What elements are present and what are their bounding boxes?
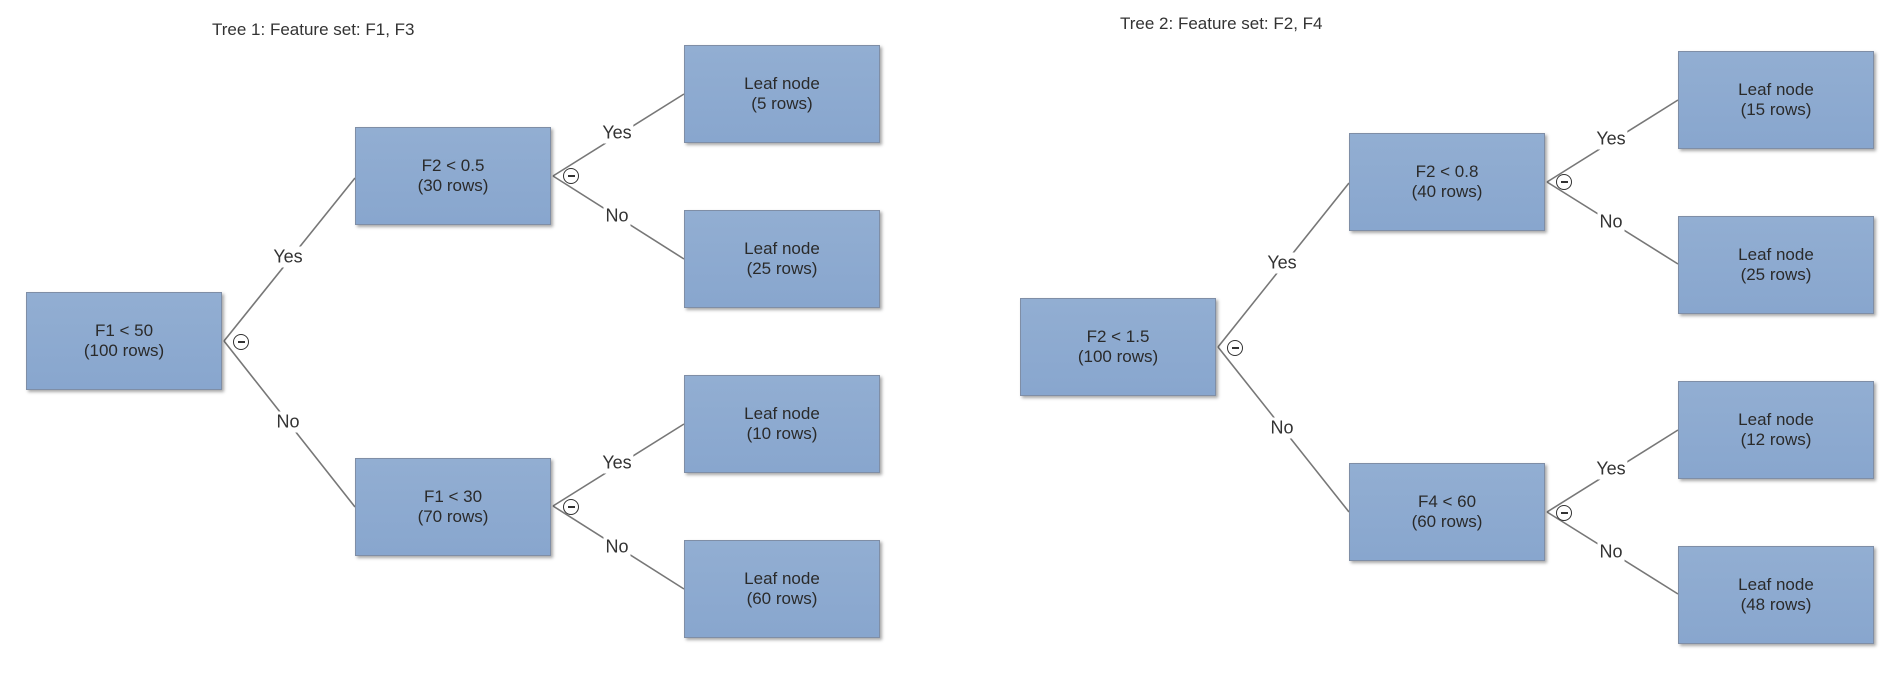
leaf-label: Leaf node bbox=[744, 569, 820, 588]
tree-2-root-no-label: No bbox=[1268, 417, 1296, 439]
tree-1-leaf-node: Leaf node (5 rows) bbox=[684, 45, 880, 143]
tree-1-upper-node: F2 < 0.5 (30 rows) bbox=[355, 127, 551, 225]
leaf-label: Leaf node bbox=[744, 404, 820, 423]
leaf-label: Leaf node bbox=[1738, 575, 1814, 594]
node-condition: F2 < 0.8 bbox=[1415, 162, 1479, 181]
tree-2-leaf-node: Leaf node (25 rows) bbox=[1678, 216, 1874, 314]
leaf-label: Leaf node bbox=[1738, 80, 1814, 99]
tree-2-root-collapse-icon[interactable] bbox=[1227, 340, 1243, 356]
tree-1-root-collapse-icon[interactable] bbox=[233, 334, 249, 350]
tree-2-lower-yes-label: Yes bbox=[1594, 458, 1628, 480]
tree-2-root-node: F2 < 1.5 (100 rows) bbox=[1020, 298, 1216, 396]
leaf-label: Leaf node bbox=[744, 239, 820, 258]
tree-2-leaf-node: Leaf node (12 rows) bbox=[1678, 381, 1874, 479]
tree-1-upper-no-label: No bbox=[603, 205, 631, 227]
tree-2-lower-no-label: No bbox=[1597, 541, 1625, 563]
tree-1-leaf-node: Leaf node (10 rows) bbox=[684, 375, 880, 473]
tree-2-upper-yes-label: Yes bbox=[1594, 128, 1628, 150]
tree-1-leaf-node: Leaf node (60 rows) bbox=[684, 540, 880, 638]
node-condition: F4 < 60 bbox=[1417, 492, 1477, 511]
tree-2-title: Tree 2: Feature set: F2, F4 bbox=[1120, 14, 1323, 33]
tree-2-lower-collapse-icon[interactable] bbox=[1556, 505, 1572, 521]
node-rows: (60 rows) bbox=[1411, 512, 1483, 531]
leaf-rows: (12 rows) bbox=[1740, 430, 1812, 449]
node-condition: F2 < 0.5 bbox=[421, 156, 485, 175]
leaf-rows: (25 rows) bbox=[1740, 265, 1812, 284]
leaf-label: Leaf node bbox=[1738, 245, 1814, 264]
tree-2-upper-no-label: No bbox=[1597, 211, 1625, 233]
node-rows: (30 rows) bbox=[417, 176, 489, 195]
node-condition: F1 < 50 bbox=[94, 321, 154, 340]
tree-1-title: Tree 1: Feature set: F1, F3 bbox=[212, 20, 415, 39]
node-rows: (100 rows) bbox=[1077, 347, 1159, 366]
tree-1-root-yes-label: Yes bbox=[271, 246, 305, 268]
node-condition: F1 < 30 bbox=[423, 487, 483, 506]
tree-1-root-node: F1 < 50 (100 rows) bbox=[26, 292, 222, 390]
leaf-rows: (10 rows) bbox=[746, 424, 818, 443]
node-condition: F2 < 1.5 bbox=[1086, 327, 1150, 346]
leaf-rows: (48 rows) bbox=[1740, 595, 1812, 614]
tree-1-leaf-node: Leaf node (25 rows) bbox=[684, 210, 880, 308]
tree-2-leaf-node: Leaf node (48 rows) bbox=[1678, 546, 1874, 644]
tree-2-upper-collapse-icon[interactable] bbox=[1556, 174, 1572, 190]
tree-2-lower-node: F4 < 60 (60 rows) bbox=[1349, 463, 1545, 561]
node-rows: (70 rows) bbox=[417, 507, 489, 526]
leaf-label: Leaf node bbox=[744, 74, 820, 93]
leaf-rows: (5 rows) bbox=[751, 94, 813, 113]
tree-1-lower-yes-label: Yes bbox=[600, 452, 634, 474]
tree-2-root-yes-label: Yes bbox=[1265, 252, 1299, 274]
tree-1-lower-no-label: No bbox=[603, 536, 631, 558]
leaf-rows: (15 rows) bbox=[1740, 100, 1812, 119]
tree-2-upper-node: F2 < 0.8 (40 rows) bbox=[1349, 133, 1545, 231]
leaf-rows: (60 rows) bbox=[746, 589, 818, 608]
tree-1-root-no-label: No bbox=[274, 411, 302, 433]
node-rows: (40 rows) bbox=[1411, 182, 1483, 201]
leaf-label: Leaf node bbox=[1738, 410, 1814, 429]
node-rows: (100 rows) bbox=[83, 341, 165, 360]
tree-2-leaf-node: Leaf node (15 rows) bbox=[1678, 51, 1874, 149]
tree-1-upper-collapse-icon[interactable] bbox=[563, 168, 579, 184]
tree-1-upper-yes-label: Yes bbox=[600, 122, 634, 144]
tree-1-lower-collapse-icon[interactable] bbox=[563, 499, 579, 515]
leaf-rows: (25 rows) bbox=[746, 259, 818, 278]
tree-1-lower-node: F1 < 30 (70 rows) bbox=[355, 458, 551, 556]
